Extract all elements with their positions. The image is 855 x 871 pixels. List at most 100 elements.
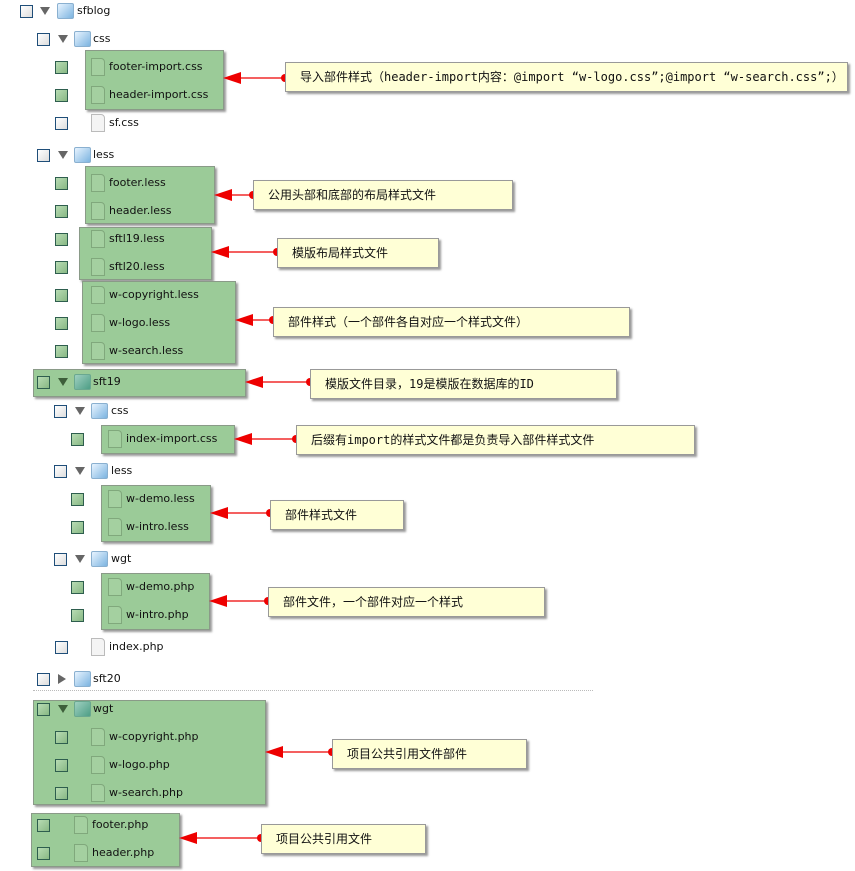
tree-folder-row[interactable]: less (0, 462, 855, 482)
callout-note: 部件样式（一个部件各自对应一个样式文件） (273, 307, 630, 337)
collapse-arrow-icon[interactable] (58, 705, 68, 713)
checkbox[interactable] (54, 405, 67, 418)
checkbox[interactable] (55, 345, 68, 358)
collapse-arrow-icon[interactable] (75, 467, 85, 475)
tree-file-row[interactable]: w-demo.php (0, 578, 855, 598)
checkbox[interactable] (71, 581, 84, 594)
folder-icon (91, 463, 108, 479)
collapse-arrow-icon[interactable] (58, 35, 68, 43)
tree-item-label: header-import.css (109, 88, 209, 101)
tree-file-row[interactable]: header.php (0, 844, 855, 864)
tree-folder-row[interactable]: sft20 (0, 670, 855, 690)
checkbox[interactable] (55, 117, 68, 130)
tree-file-row[interactable]: sftl20.less (0, 258, 855, 278)
tree-file-row[interactable]: w-intro.less (0, 518, 855, 538)
tree-file-row[interactable]: w-search.less (0, 342, 855, 362)
tree-item-label: w-logo.less (109, 316, 171, 329)
checkbox[interactable] (71, 493, 84, 506)
checkbox[interactable] (37, 376, 50, 389)
checkbox[interactable] (55, 89, 68, 102)
tree-file-row[interactable]: sftl19.less (0, 230, 855, 250)
tree-file-row[interactable]: footer.php (0, 816, 855, 836)
tree-folder-row[interactable]: sfblog (0, 2, 855, 22)
pointer-arrow (235, 314, 277, 326)
checkbox[interactable] (37, 33, 50, 46)
tree-item-label: index-import.css (126, 432, 218, 445)
tree-item-label: less (93, 148, 115, 161)
checkbox[interactable] (20, 5, 33, 18)
tree-file-row[interactable]: header-import.css (0, 86, 855, 106)
tree-file-row[interactable]: w-logo.less (0, 314, 855, 334)
file-icon (108, 430, 122, 448)
checkbox[interactable] (71, 609, 84, 622)
highlight-group (33, 700, 266, 805)
checkbox[interactable] (71, 433, 84, 446)
file-icon (74, 816, 88, 834)
checkbox[interactable] (37, 819, 50, 832)
tree-folder-row[interactable]: wgt (0, 550, 855, 570)
checkbox[interactable] (55, 759, 68, 772)
checkbox[interactable] (55, 641, 68, 654)
checkbox[interactable] (55, 177, 68, 190)
expand-arrow-icon[interactable] (58, 674, 66, 684)
tree-file-row[interactable]: w-copyright.php (0, 728, 855, 748)
checkbox[interactable] (55, 289, 68, 302)
collapse-arrow-icon[interactable] (75, 407, 85, 415)
checkbox[interactable] (54, 553, 67, 566)
tree-file-row[interactable]: index.php (0, 638, 855, 658)
highlight-group (33, 369, 246, 397)
checkbox[interactable] (37, 673, 50, 686)
checkbox[interactable] (55, 261, 68, 274)
collapse-arrow-icon[interactable] (40, 7, 50, 15)
callout-note: 模版文件目录，19是模版在数据库的ID (310, 369, 617, 399)
checkbox[interactable] (55, 731, 68, 744)
tree-item-label: header.less (109, 204, 172, 217)
checkbox[interactable] (37, 703, 50, 716)
folder-icon (91, 551, 108, 567)
tree-file-row[interactable]: footer.less (0, 174, 855, 194)
file-icon (91, 230, 105, 248)
tree-file-row[interactable]: header.less (0, 202, 855, 222)
tree-folder-row[interactable]: css (0, 30, 855, 50)
tree-item-label: footer-import.css (109, 60, 203, 73)
tree-file-row[interactable]: w-copyright.less (0, 286, 855, 306)
checkbox[interactable] (37, 847, 50, 860)
file-icon (91, 728, 105, 746)
callout-note: 模版布局样式文件 (277, 238, 439, 268)
tree-file-row[interactable]: index-import.css (0, 430, 855, 450)
tree-item-label: css (93, 32, 111, 45)
tree-item-label: header.php (92, 846, 155, 859)
collapse-arrow-icon[interactable] (58, 151, 68, 159)
highlight-group (82, 281, 236, 364)
checkbox[interactable] (55, 205, 68, 218)
tree-item-label: footer.less (109, 176, 166, 189)
tree-file-row[interactable]: w-intro.php (0, 606, 855, 626)
callout-note: 后缀有import的样式文件都是负责导入部件样式文件 (296, 425, 695, 455)
pointer-arrow (265, 746, 336, 758)
file-icon (91, 638, 105, 656)
tree-item-label: w-intro.php (126, 608, 189, 621)
checkbox[interactable] (55, 787, 68, 800)
tree-file-row[interactable]: w-search.php (0, 784, 855, 804)
checkbox[interactable] (54, 465, 67, 478)
tree-item-label: sf.css (109, 116, 139, 129)
tree-file-row[interactable]: w-demo.less (0, 490, 855, 510)
tree-file-row[interactable]: footer-import.css (0, 58, 855, 78)
tree-item-label: sfblog (77, 4, 111, 17)
checkbox[interactable] (37, 149, 50, 162)
tree-folder-row[interactable]: css (0, 402, 855, 422)
checkbox[interactable] (71, 521, 84, 534)
tree-folder-row[interactable]: sft19 (0, 373, 855, 393)
folder-icon (91, 403, 108, 419)
tree-file-row[interactable]: w-logo.php (0, 756, 855, 776)
checkbox[interactable] (55, 317, 68, 330)
pointer-arrow (214, 189, 257, 201)
collapse-arrow-icon[interactable] (75, 555, 85, 563)
tree-folder-row[interactable]: less (0, 146, 855, 166)
checkbox[interactable] (55, 233, 68, 246)
collapse-arrow-icon[interactable] (58, 378, 68, 386)
tree-item-label: sftl20.less (109, 260, 165, 273)
tree-file-row[interactable]: sf.css (0, 114, 855, 134)
tree-folder-row[interactable]: wgt (0, 700, 855, 720)
checkbox[interactable] (55, 61, 68, 74)
